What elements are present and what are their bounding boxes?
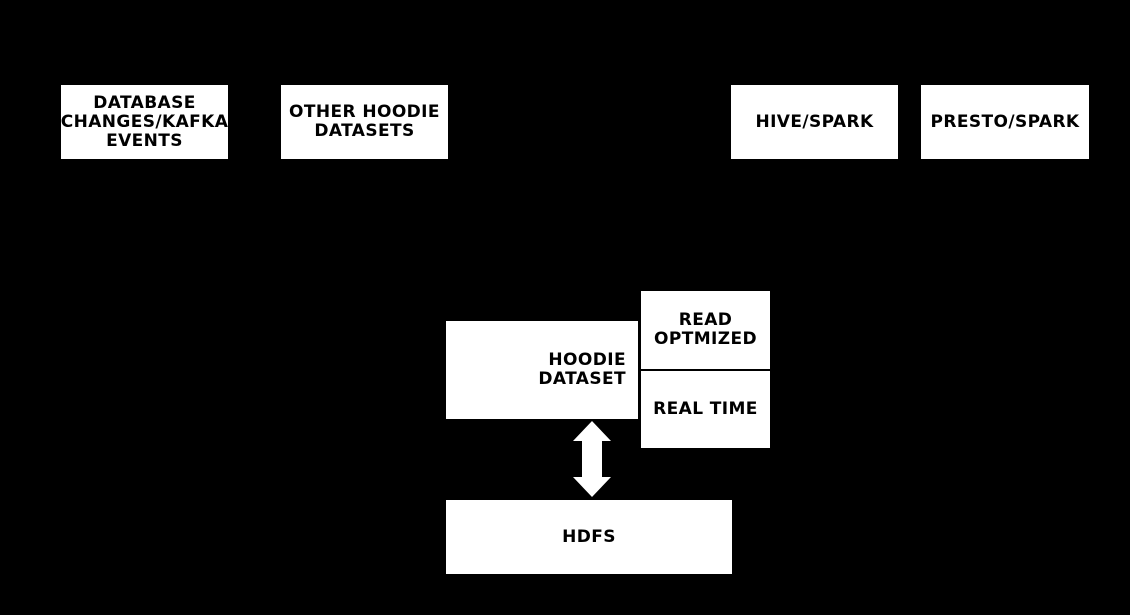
node-label: HIVE/SPARK — [755, 111, 874, 132]
node-presto-spark: PRESTO/SPARK — [921, 85, 1089, 159]
node-label: DATABASE CHANGES/KAFKA EVENTS — [60, 92, 229, 151]
node-label: OTHER HOODIE DATASETS — [289, 102, 440, 141]
node-real-time-view: REAL TIME — [641, 371, 770, 448]
node-database-changes-kafka-events: DATABASE CHANGES/KAFKA EVENTS — [61, 85, 228, 159]
node-hive-spark: HIVE/SPARK — [731, 85, 898, 159]
node-read-optmized-view: READ OPTMIZED — [641, 291, 770, 369]
node-label: READ OPTMIZED — [653, 310, 757, 349]
node-hoodie-dataset: HOODIE DATASET — [446, 321, 638, 419]
node-other-hoodie-datasets: OTHER HOODIE DATASETS — [281, 85, 448, 159]
node-label: REAL TIME — [653, 399, 758, 419]
node-label: HOODIE DATASET — [538, 350, 626, 389]
node-hdfs: HDFS — [446, 500, 732, 574]
bidirectional-arrow-icon — [573, 421, 611, 497]
node-label: HDFS — [562, 526, 616, 547]
node-label: PRESTO/SPARK — [930, 111, 1080, 132]
